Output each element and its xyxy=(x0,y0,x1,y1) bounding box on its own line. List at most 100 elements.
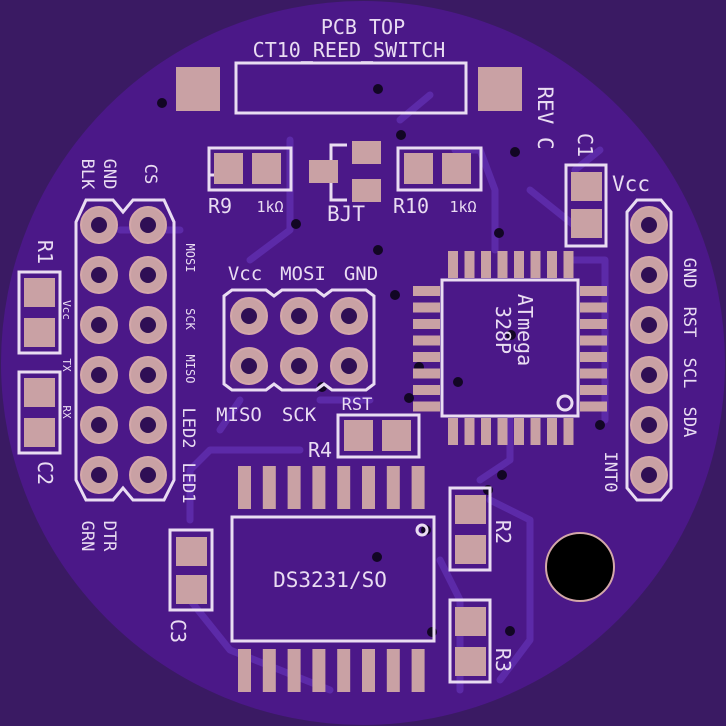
rtc-pad xyxy=(411,649,425,692)
pin-hole xyxy=(641,467,657,483)
r4-label: R4 xyxy=(308,438,332,462)
smd-pad xyxy=(478,67,522,111)
mcu-pad xyxy=(580,352,607,362)
label-blk: BLK xyxy=(77,159,97,190)
mcu-label-line2: 328P xyxy=(491,306,515,354)
mcu-pad xyxy=(514,418,524,445)
r10-outline xyxy=(396,146,483,192)
r2-outline xyxy=(448,486,492,572)
side-title: PCB TOP xyxy=(321,15,405,39)
mcu-pad xyxy=(580,319,607,329)
pin-hole xyxy=(140,217,156,233)
mcu-outline xyxy=(440,278,580,418)
pin-hole xyxy=(91,367,107,383)
isp-label-gnd: GND xyxy=(344,263,378,285)
mcu-pad xyxy=(448,418,458,445)
pin-hole xyxy=(641,217,657,233)
rtc-pad xyxy=(337,649,351,692)
isp-label-miso: MISO xyxy=(216,404,262,426)
smd-pad xyxy=(252,153,281,184)
smd-pad xyxy=(214,153,243,184)
r1-outline xyxy=(17,270,62,355)
reed-switch-outline xyxy=(234,61,468,115)
left-header-2x6 xyxy=(74,198,176,502)
mcu-pad xyxy=(413,352,440,362)
rtc-pad xyxy=(238,649,251,692)
mcu-pad xyxy=(547,251,557,278)
rtc-pad xyxy=(386,466,400,509)
pin-hole xyxy=(641,367,657,383)
r4-outline xyxy=(336,413,421,459)
resistor-r9 xyxy=(207,146,293,192)
pin-hole xyxy=(291,358,307,374)
atmega328p-chip xyxy=(413,251,607,445)
mcu-pad xyxy=(413,401,440,412)
mcu-pad xyxy=(413,385,440,395)
smd-pad xyxy=(404,153,433,184)
rtc-pad xyxy=(287,649,301,692)
r10-label: R10 xyxy=(393,194,429,218)
trace xyxy=(476,416,514,484)
mcu-pad xyxy=(580,385,607,395)
smd-pad xyxy=(352,141,381,164)
mcu-pad xyxy=(464,251,475,278)
mcu-pad xyxy=(448,251,458,278)
label-miso-left: MISO xyxy=(183,355,197,384)
smd-pad xyxy=(455,647,486,676)
smd-pad xyxy=(24,278,55,307)
pin-hole xyxy=(641,417,657,433)
trace xyxy=(486,496,534,684)
isp-label-sck: SCK xyxy=(282,404,317,426)
isp-header-3x2 xyxy=(222,288,376,392)
label-vcc-right: Vcc xyxy=(612,172,650,196)
trace xyxy=(216,396,244,434)
rtc-pin1-marker xyxy=(415,523,429,537)
mcu-pad xyxy=(547,418,557,445)
c3-outline xyxy=(168,528,214,612)
trace xyxy=(396,91,434,124)
pin-hole xyxy=(140,267,156,283)
resistor-r4 xyxy=(336,413,421,459)
rtc-label: DS3231/SO xyxy=(273,568,387,592)
smd-pad xyxy=(571,209,602,238)
rtc-pad xyxy=(262,466,276,509)
pin-hole xyxy=(341,308,357,324)
smd-pad xyxy=(24,378,55,407)
c1-label: C1 xyxy=(573,133,597,157)
capacitor-c3 xyxy=(168,528,214,612)
resistor-r3 xyxy=(448,598,492,684)
isp-label-vcc: Vcc xyxy=(228,263,262,285)
rtc-pad xyxy=(312,466,326,509)
via xyxy=(396,130,406,140)
pin-hole xyxy=(91,267,107,283)
pin-hole xyxy=(341,358,357,374)
smd-pad xyxy=(309,160,338,183)
smd-pad xyxy=(442,153,471,184)
mcu-pad xyxy=(580,368,607,379)
mcu-pad xyxy=(413,286,440,296)
trace xyxy=(566,256,609,424)
pin-hole xyxy=(291,308,307,324)
capacitor-c1 xyxy=(564,163,608,248)
label-rst-right: RST xyxy=(679,307,699,338)
via xyxy=(372,552,382,562)
mcu-label-line1: ATmega xyxy=(513,294,537,366)
rst-label: RST xyxy=(342,395,373,415)
r3-label: R3 xyxy=(491,648,515,672)
rtc-pad xyxy=(262,649,276,692)
rtc-outline xyxy=(230,515,436,643)
mcu-pad xyxy=(413,368,440,379)
mcu-pad xyxy=(580,302,607,313)
rtc-pad xyxy=(238,466,251,509)
via xyxy=(390,290,400,300)
mcu-pad xyxy=(580,335,607,346)
left-small-tx: TX xyxy=(60,358,73,372)
resistor-r2 xyxy=(448,486,492,572)
mcu-pad xyxy=(514,251,524,278)
via xyxy=(506,330,516,340)
left-small-rx: RX xyxy=(60,405,73,419)
label-dtr: DTR xyxy=(99,521,119,552)
mcu-pad xyxy=(497,251,508,278)
mcu-pad xyxy=(413,335,440,346)
